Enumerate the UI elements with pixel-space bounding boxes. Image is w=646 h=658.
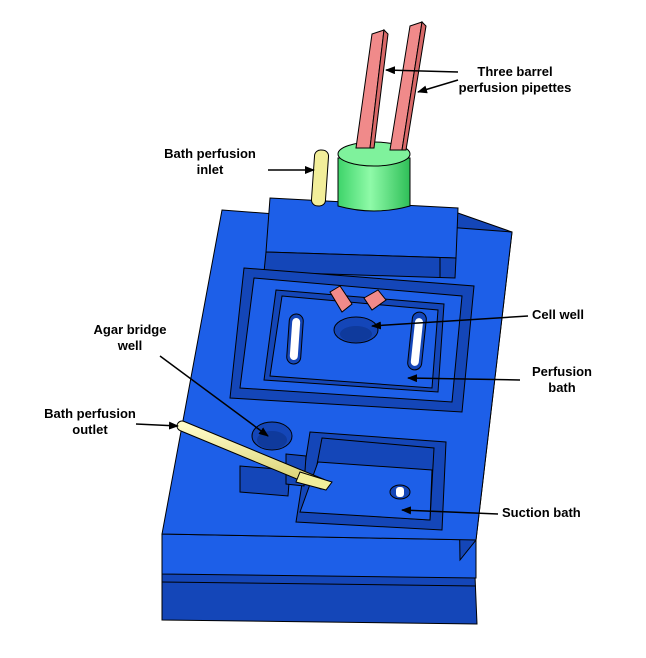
label-three-barrel-line1: Three barrel: [477, 64, 553, 79]
label-perfusion-bath: Perfusion bath: [514, 364, 610, 396]
outlet-tube: [176, 420, 333, 491]
callout-arrows: [135, 66, 529, 515]
label-bath-outlet-line2: outlet: [72, 422, 108, 437]
suction-bath-recess: [295, 431, 447, 531]
label-bath-inlet-line2: inlet: [196, 162, 224, 177]
perfusion-pipettes: [355, 20, 427, 151]
cell-well: [333, 316, 379, 344]
label-bath-inlet: Bath perfusion inlet: [148, 146, 272, 178]
pipette-holder: [337, 141, 411, 212]
label-cell-well: Cell well: [532, 307, 585, 322]
label-bath-outlet: Bath perfusion outlet: [28, 406, 152, 438]
label-agar-bridge-line2: well: [117, 338, 143, 353]
label-three-barrel: Three barrel perfusion pipettes: [440, 64, 590, 96]
chamber-base: [161, 533, 478, 625]
label-suction-bath: Suction bath: [502, 505, 581, 520]
label-perfusion-bath-line1: Perfusion: [532, 364, 592, 379]
label-bath-outlet-line1: Bath perfusion: [44, 406, 136, 421]
label-three-barrel-line2: perfusion pipettes: [458, 80, 572, 95]
rear-block: [263, 197, 459, 279]
pipette-tips: [329, 285, 387, 313]
label-agar-bridge: Agar bridge well: [78, 322, 182, 354]
inlet-tube: [310, 149, 330, 207]
label-perfusion-bath-line2: bath: [548, 380, 576, 395]
label-bath-inlet-line1: Bath perfusion: [164, 146, 256, 161]
label-agar-bridge-line1: Agar bridge: [93, 322, 167, 337]
